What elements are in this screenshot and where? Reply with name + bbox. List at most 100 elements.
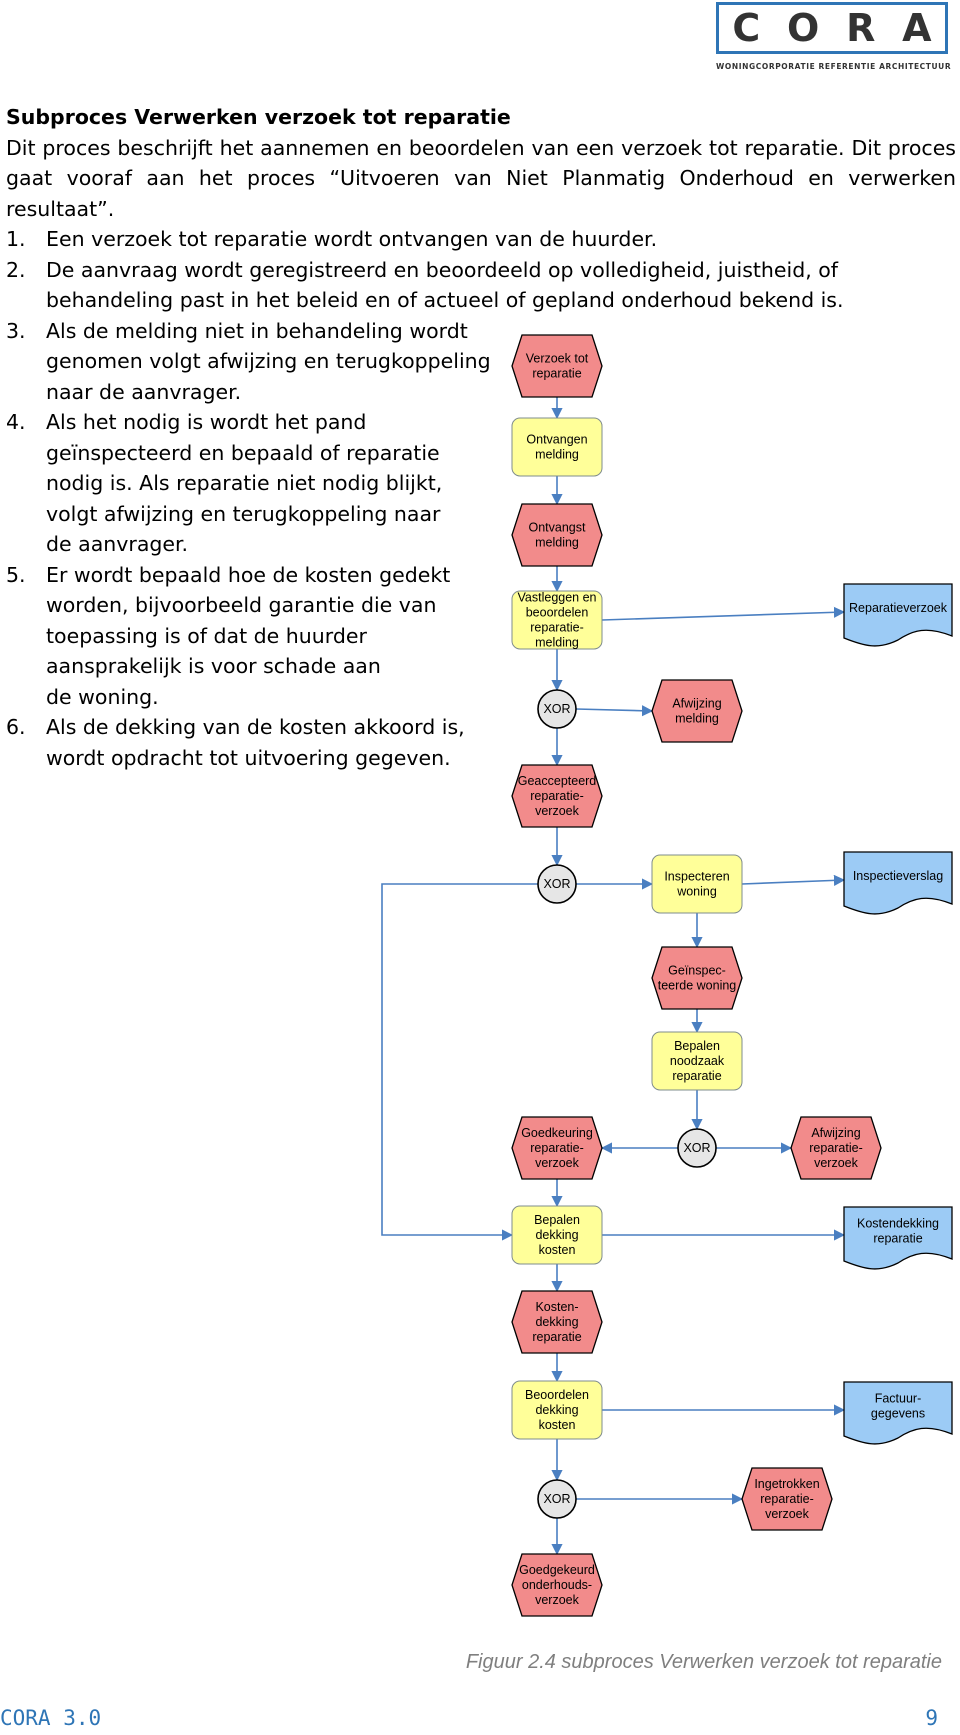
diagram-node-event: Geïnspec-teerde woning (651, 946, 743, 1010)
node-label: XOR (543, 877, 570, 891)
step-number: 6. (6, 715, 26, 739)
logo-box: C O R A (716, 2, 948, 54)
node-label: Geaccepteerd (518, 774, 597, 788)
diagram-node-xor: XOR (537, 1479, 577, 1519)
node-label: Goedkeuring (521, 1126, 593, 1140)
step-item: 1. Een verzoek tot reparatie wordt ontvan… (6, 224, 956, 255)
node-label: dekking (535, 1315, 578, 1329)
step-number: 4. (6, 410, 26, 434)
flow-edge (741, 874, 846, 886)
flow-edge (601, 606, 846, 621)
node-label: onderhouds- (522, 1578, 592, 1592)
node-label: Vastleggen en (518, 591, 597, 605)
footer-version: CORA 3.0 (0, 1706, 102, 1730)
node-label: Reparatieverzoek (849, 601, 948, 615)
step-text: Als de dekking van de kosten akkoord is,… (46, 715, 465, 770)
diagram-node-document: Inspectieverslag (843, 851, 953, 915)
node-label: Geïnspec- (668, 964, 726, 978)
step-list: 1. Een verzoek tot reparatie wordt ontvan… (6, 224, 956, 773)
node-label: dekking (535, 1403, 578, 1417)
node-label: reparatie (873, 1232, 922, 1246)
diagram-node-xor: XOR (677, 1128, 717, 1168)
step-text: Een verzoek tot reparatie wordt ontvange… (46, 227, 658, 251)
diagram-edges (381, 397, 846, 1556)
node-label: Beoordelen (525, 1388, 589, 1402)
diagram-nodes: Verzoek totreparatieOntvangenmeldingOntv… (511, 334, 953, 1617)
node-label: verzoek (535, 1156, 580, 1170)
flow-edge (575, 705, 654, 717)
node-label: Verzoek tot (526, 352, 589, 366)
node-label: reparatie (672, 1069, 721, 1083)
diagram-node-xor: XOR (537, 864, 577, 904)
node-label: Ontvangst (529, 521, 587, 535)
node-label: Ingetrokken (754, 1477, 819, 1491)
node-label: reparatie- (530, 1141, 584, 1155)
section-title: Subproces Verwerken verzoek tot reparati… (6, 105, 511, 129)
node-label: Inspectieverslag (853, 869, 943, 883)
footer-page-number: 9 (925, 1706, 938, 1730)
node-label: reparatie- (530, 621, 584, 635)
diagram-node-xor: XOR (537, 689, 577, 729)
node-label: kosten (539, 1243, 576, 1257)
node-label: reparatie- (760, 1492, 814, 1506)
figure-caption: Figuur 2.4 subproces Verwerken verzoek t… (465, 1651, 942, 1673)
logo-letter: O (787, 6, 820, 50)
node-label: woning (676, 885, 717, 899)
node-label: Kosten- (535, 1300, 578, 1314)
node-label: Afwijzing (811, 1126, 860, 1140)
step-number: 2. (6, 257, 26, 282)
intro-paragraph: Dit proces beschrijft het aannemen en be… (6, 135, 956, 221)
node-label: gegevens (871, 1407, 925, 1421)
node-label: XOR (543, 702, 570, 716)
node-label: Inspecteren (664, 870, 729, 884)
node-label: melding (675, 712, 719, 726)
step-number: 3. (6, 318, 26, 343)
step-text: Als de melding niet in behandeling wordt… (46, 318, 491, 404)
node-label: kosten (539, 1418, 576, 1432)
node-label: noodzaak (670, 1054, 725, 1068)
node-label: beoordelen (526, 606, 589, 620)
logo-letter: A (902, 6, 932, 50)
node-label: verzoek (814, 1156, 859, 1170)
node-label: teerde woning (658, 979, 737, 993)
node-label: reparatie (532, 1330, 581, 1344)
step-item: 2. De aanvraag wordt geregistreerd en beo… (6, 255, 956, 316)
node-label: reparatie (532, 367, 581, 381)
diagram-node-document: Reparatieverzoek (843, 583, 953, 647)
node-label: XOR (683, 1141, 710, 1155)
node-label: reparatie- (809, 1141, 863, 1155)
node-label: verzoek (535, 1593, 580, 1607)
node-label: Ontvangen (526, 433, 587, 447)
node-label: Afwijzing (672, 697, 721, 711)
node-label: verzoek (535, 804, 580, 818)
node-label: Bepalen (674, 1039, 720, 1053)
logo-letter: C (732, 6, 761, 50)
logo-letter: R (846, 6, 876, 50)
node-label: Factuur- (875, 1392, 922, 1406)
node-label: melding (535, 536, 579, 550)
node-label: melding (535, 636, 579, 650)
step-item: 6. Als de dekking van de kosten akkoord i… (6, 712, 956, 773)
diagram-node-document: Factuur-gegevens (843, 1381, 953, 1445)
step-number: 1. (6, 227, 26, 251)
step-text: De aanvraag wordt geregistreerd en beoor… (46, 257, 844, 313)
logo-subtitle: WONINGCORPORATIE REFERENTIE ARCHITECTUUR (716, 62, 952, 71)
